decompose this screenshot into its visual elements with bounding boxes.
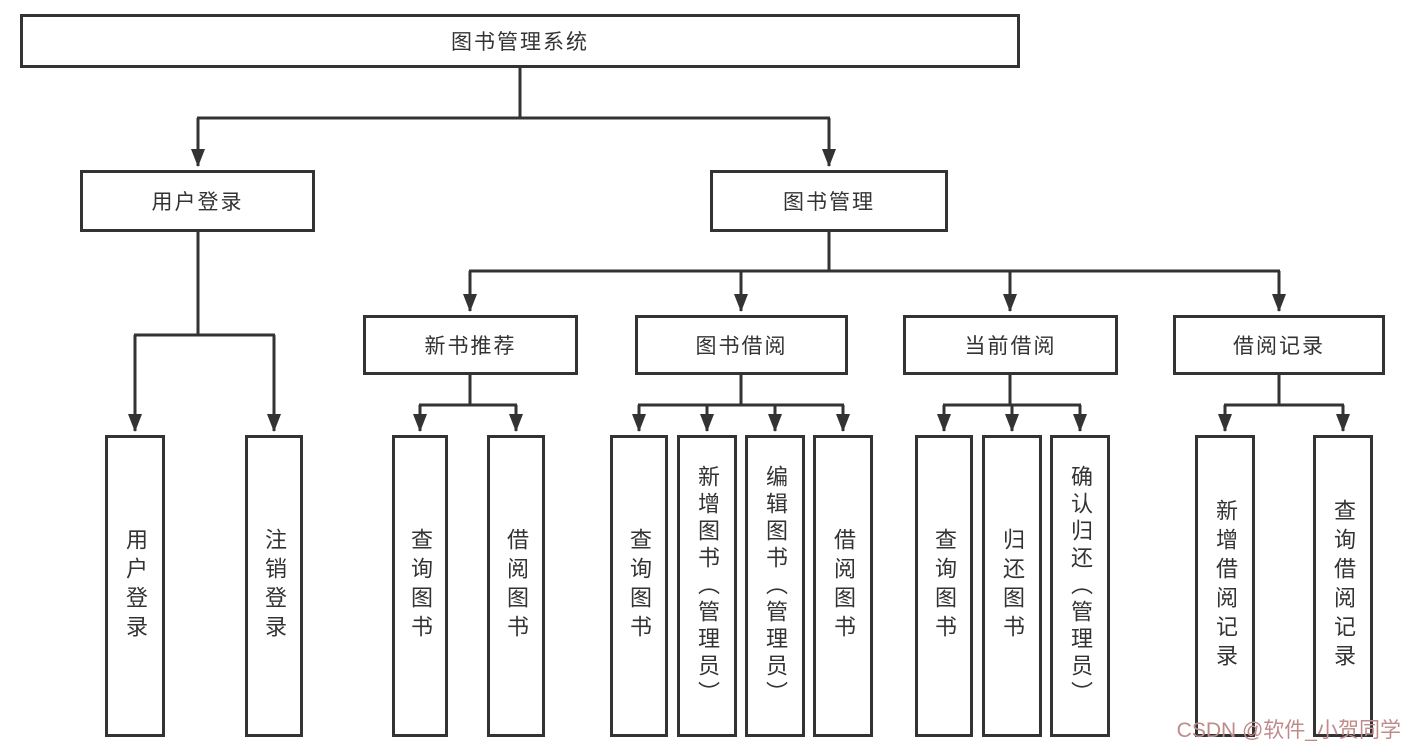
node-leaf-query-books-2: 查询图书: [610, 435, 668, 737]
node-user-login: 用户登录: [80, 170, 315, 232]
node-leaf-borrow-books-2-label: 借阅图书: [831, 528, 856, 644]
connector-current-borrow-to-leaves: [937, 375, 1087, 432]
connector-book-mgmt-to-level3: [463, 232, 1286, 312]
node-borrow-records: 借阅记录: [1173, 315, 1385, 375]
connector-borrow-records-to-leaves: [1218, 375, 1350, 432]
node-leaf-borrow-books-2: 借阅图书: [813, 435, 873, 737]
node-leaf-borrow-books-1: 借阅图书: [487, 435, 545, 737]
node-leaf-add-books-label: 新增图书（管理员）: [695, 464, 720, 708]
node-root: 图书管理系统: [20, 14, 1020, 68]
node-leaf-add-record: 新增借阅记录: [1195, 435, 1255, 737]
node-leaf-query-books-2-label: 查询图书: [627, 528, 652, 644]
node-leaf-query-books-3: 查询图书: [915, 435, 973, 737]
node-current-borrow-label: 当前借阅: [964, 335, 1057, 358]
node-root-label: 图书管理系统: [451, 31, 589, 54]
node-leaf-query-record: 查询借阅记录: [1313, 435, 1373, 737]
node-leaf-user-login: 用户登录: [105, 435, 165, 737]
connector-user-login-to-leaves: [128, 232, 281, 432]
node-leaf-query-books-1-label: 查询图书: [408, 528, 433, 644]
node-leaf-confirm-return-label: 确认归还（管理员）: [1068, 464, 1093, 708]
node-new-book-rec: 新书推荐: [363, 315, 578, 375]
node-leaf-logout-label: 注销登录: [262, 528, 287, 644]
node-current-borrow: 当前借阅: [903, 315, 1118, 375]
csdn-watermark: CSDN @软件_小贺同学: [1176, 719, 1401, 742]
node-leaf-confirm-return: 确认归还（管理员）: [1050, 435, 1110, 737]
node-leaf-logout: 注销登录: [245, 435, 303, 737]
node-leaf-query-books-3-label: 查询图书: [932, 528, 957, 644]
node-book-borrow: 图书借阅: [635, 315, 848, 375]
node-book-mgmt: 图书管理: [710, 170, 948, 232]
node-leaf-edit-books: 编辑图书（管理员）: [745, 435, 805, 737]
node-leaf-add-books: 新增图书（管理员）: [677, 435, 737, 737]
node-leaf-edit-books-label: 编辑图书（管理员）: [763, 464, 788, 708]
node-book-mgmt-label: 图书管理: [783, 191, 875, 214]
node-leaf-query-record-label: 查询借阅记录: [1331, 499, 1356, 673]
node-new-book-rec-label: 新书推荐: [424, 335, 517, 358]
node-book-borrow-label: 图书借阅: [695, 335, 788, 358]
connector-root-to-level2: [191, 68, 836, 167]
connector-book-borrow-to-leaves: [632, 375, 850, 432]
node-leaf-borrow-books-1-label: 借阅图书: [504, 528, 529, 644]
node-leaf-return-books: 归还图书: [982, 435, 1042, 737]
node-leaf-user-login-label: 用户登录: [123, 528, 148, 644]
connector-new-book-rec-to-leaves: [413, 375, 523, 432]
node-leaf-query-books-1: 查询图书: [392, 435, 448, 737]
node-user-login-label: 用户登录: [151, 191, 244, 214]
node-leaf-add-record-label: 新增借阅记录: [1213, 499, 1238, 673]
node-leaf-return-books-label: 归还图书: [1000, 528, 1025, 644]
node-borrow-records-label: 借阅记录: [1233, 335, 1325, 358]
